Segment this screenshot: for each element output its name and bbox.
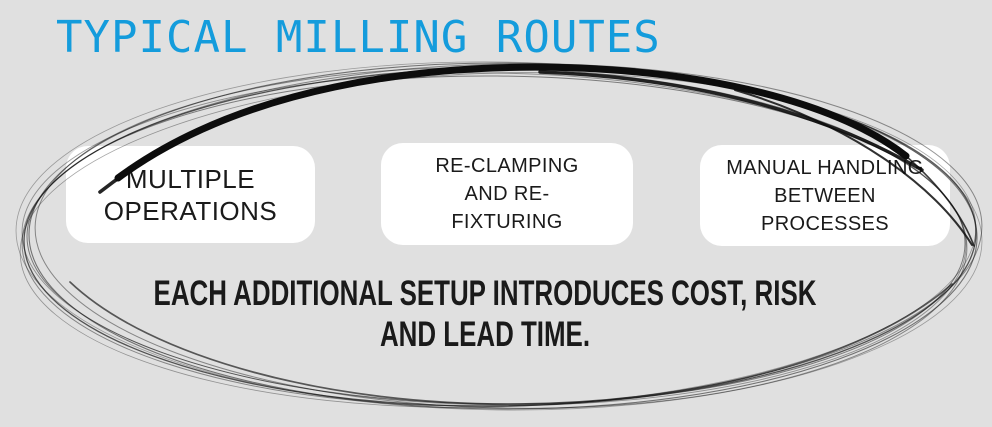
caption-text: EACH ADDITIONAL SETUP INTRODUCES COST, R… xyxy=(126,273,844,355)
card-line: PROCESSES xyxy=(760,212,890,235)
card-line: MANUAL HANDLING xyxy=(726,156,924,179)
card-line: BETWEEN xyxy=(774,184,876,207)
slide-title: TYPICAL MILLING ROUTES xyxy=(56,12,661,63)
caption-line-1: EACH ADDITIONAL SETUP INTRODUCES COST, R… xyxy=(153,274,817,313)
card-line: MULTIPLE xyxy=(125,163,256,194)
card-line: AND RE- xyxy=(464,183,550,205)
card-line: OPERATIONS xyxy=(103,195,278,226)
card-line: FIXTURING xyxy=(451,211,563,233)
card-reclamping-refixturing: RE-CLAMPING AND RE- FIXTURING xyxy=(381,143,633,245)
card-manual-handling: MANUAL HANDLING BETWEEN PROCESSES xyxy=(700,145,950,246)
card-multiple-operations: MULTIPLE OPERATIONS xyxy=(66,146,315,243)
caption-line-2: AND LEAD TIME. xyxy=(379,315,591,354)
card-line: RE-CLAMPING xyxy=(435,155,579,177)
